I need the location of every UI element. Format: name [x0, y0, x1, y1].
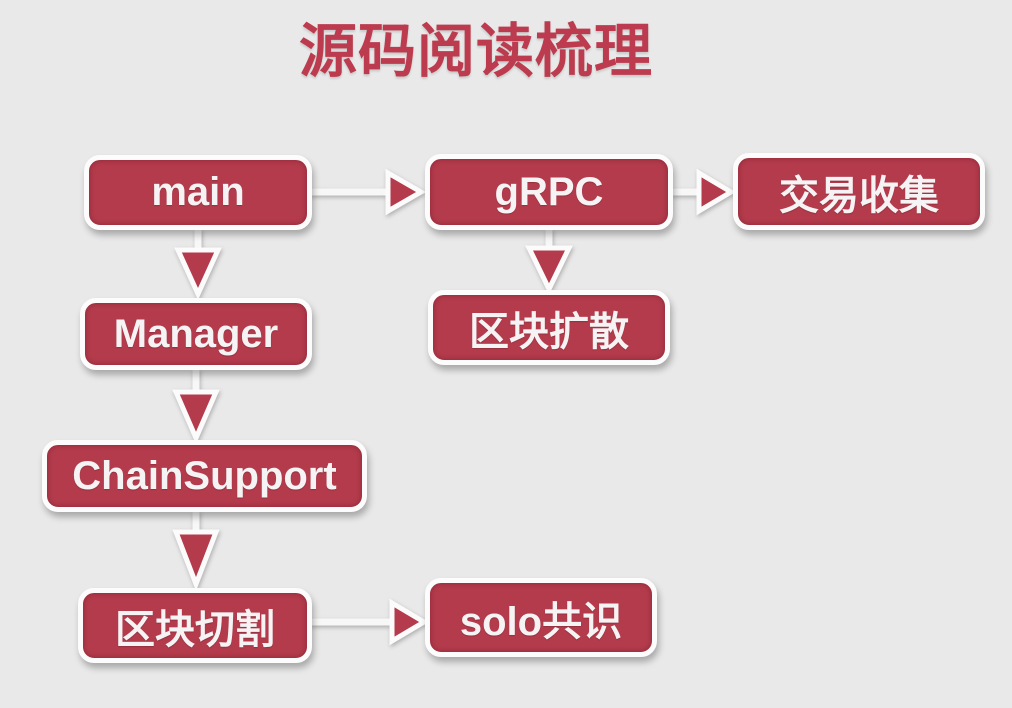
node-solo-consensus-label: solo共识 — [459, 599, 623, 644]
node-grpc-label: gRPC — [494, 169, 604, 214]
node-block-cut: 区块切割 — [78, 588, 312, 663]
edge-grpc-tx-collect-arrowhead-icon — [696, 168, 736, 216]
node-block-diffuse-label: 区块扩散 — [469, 309, 629, 354]
edge-grpc-block-diffuse-arrowhead-icon — [524, 245, 574, 295]
edge-main-grpc — [310, 168, 427, 216]
node-chain-support-label: ChainSupport — [72, 453, 337, 498]
node-manager: Manager — [80, 298, 312, 370]
edge-main-manager — [174, 229, 222, 301]
edge-manager-chain-support — [172, 369, 220, 445]
edge-block-cut-solo — [310, 598, 429, 646]
edge-block-cut-solo-arrowhead-icon — [389, 598, 429, 646]
edge-main-grpc-arrowhead-icon — [385, 168, 427, 216]
node-manager-label: Manager — [113, 311, 279, 356]
node-main-label: main — [151, 170, 245, 214]
node-grpc: gRPC — [425, 154, 673, 230]
node-chain-support: ChainSupport — [42, 440, 367, 512]
edge-chain-support-block-cut — [172, 511, 220, 591]
edge-chain-support-block-cut-arrowhead-icon — [172, 529, 220, 591]
edge-grpc-block-diffuse — [524, 229, 574, 295]
edge-main-manager-arrowhead-icon — [174, 247, 222, 301]
node-tx-collect: 交易收集 — [733, 153, 985, 230]
node-solo-consensus: solo共识 — [425, 578, 657, 657]
node-tx-collect-label: 交易收集 — [779, 173, 939, 218]
node-main: main — [84, 155, 312, 230]
node-block-diffuse: 区块扩散 — [428, 290, 670, 365]
edge-grpc-tx-collect — [671, 168, 736, 216]
edge-manager-chain-support-arrowhead-icon — [172, 389, 220, 445]
node-block-cut-label: 区块切割 — [115, 607, 275, 652]
page-title: 源码阅读梳理 — [298, 19, 653, 84]
